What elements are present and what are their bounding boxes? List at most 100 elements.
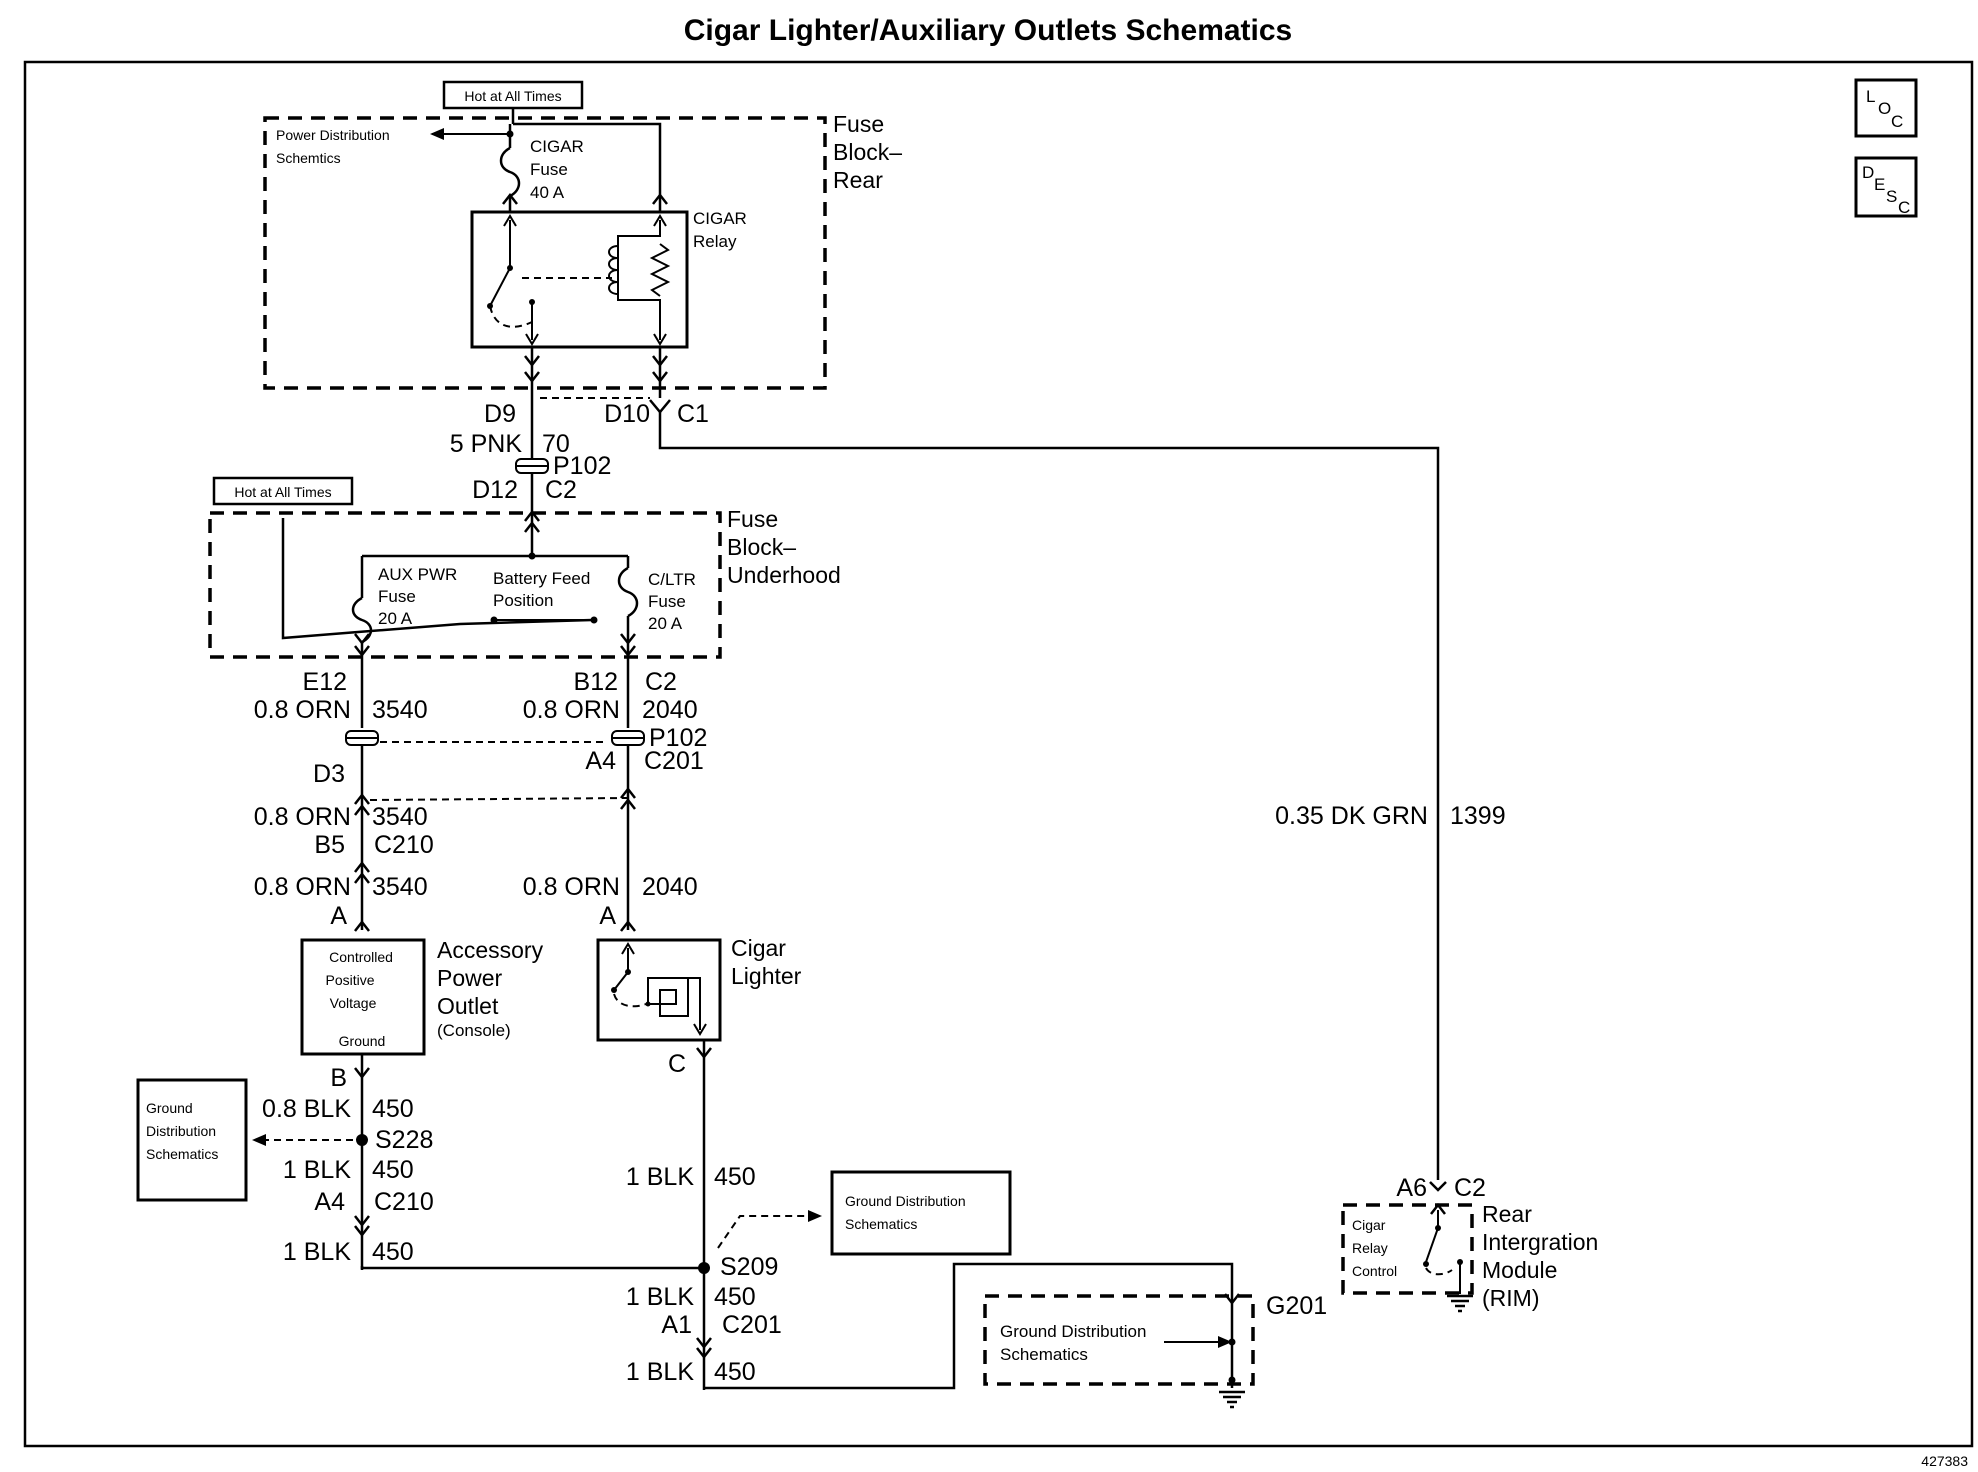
p102-right-connector: [611, 730, 645, 746]
svg-text:C: C: [1898, 198, 1910, 217]
pin-d10: D10: [604, 400, 650, 428]
cigar-lighter-label: Cigar Lighter: [731, 935, 802, 989]
diagram-frame: [23, 60, 1974, 1448]
ground-left-wire1-gauge: 0.8 BLK: [262, 1095, 351, 1123]
cltr-fuse-label: C/LTR Fuse 20 A: [648, 570, 701, 633]
ground-left-wire2-gauge: 1 BLK: [283, 1156, 351, 1184]
ground-center-wire1-gauge: 1 BLK: [626, 1163, 694, 1191]
figure-number: 427383: [1921, 1453, 1968, 1469]
rim-label: Rear Intergration Module (RIM): [1482, 1201, 1605, 1311]
ground-center-box-label: Ground Distribution Schematics: [845, 1193, 970, 1232]
right-wire1-circuit: 2040: [642, 696, 698, 724]
ground-left-pin-b: B: [330, 1064, 347, 1092]
svg-text:L: L: [1866, 87, 1875, 106]
ground-left-wire1-circuit: 450: [372, 1095, 414, 1123]
svg-text:D: D: [1862, 163, 1874, 182]
ground-center-pin-c: C: [668, 1050, 686, 1078]
fuse-block-underhood-label: Fuse Block– Underhood: [727, 506, 841, 588]
accessory-outlet-sub: (Console): [437, 1021, 511, 1040]
relay-resistor-symbol: [649, 243, 671, 297]
ground-center-box: [830, 1170, 1012, 1256]
ground-center-wire2-circuit: 450: [714, 1283, 756, 1311]
fuse-block-rear-label: Fuse Block– Rear: [833, 111, 908, 193]
svg-text:S: S: [1886, 187, 1897, 206]
p102-left-connector: [345, 730, 379, 746]
arrow-right-icon: [252, 1134, 266, 1146]
g201-box-label: Ground Distribution Schematics: [1000, 1322, 1151, 1364]
pin-d12: D12: [472, 476, 518, 504]
ground-left-wire3-gauge: 1 BLK: [283, 1238, 351, 1266]
ground-center-wire1-circuit: 450: [714, 1163, 756, 1191]
right-pin-a: A: [599, 902, 616, 930]
relay-coil-symbol: [608, 245, 619, 295]
accessory-outlet-inner: Controlled Positive Voltage: [326, 949, 397, 1011]
svg-text:C: C: [1891, 112, 1903, 131]
hot-at-all-times-rear: Hot at All Times: [464, 88, 561, 104]
hot-at-all-times-underhood: Hot at All Times: [234, 484, 331, 500]
p102-upper-connector: [515, 458, 549, 474]
rim-wire-circuit: 1399: [1450, 802, 1506, 830]
accessory-outlet-ground: Ground: [339, 1033, 386, 1049]
p102-right-label: P102: [649, 724, 707, 752]
cigar-lighter-box: [596, 938, 722, 1042]
right-wire2-circuit: 2040: [642, 873, 698, 901]
aux-pwr-fuse-label: AUX PWR Fuse 20 A: [378, 565, 462, 628]
connector-c2-upper: C2: [545, 476, 577, 504]
left-wire2-gauge: 0.8 ORN: [254, 803, 351, 831]
left-pin-a: A: [330, 902, 347, 930]
cigar-fuse-label: CIGAR Fuse 40 A: [530, 137, 589, 202]
accessory-outlet-label: Accessory Power Outlet: [437, 937, 549, 1019]
rim-relay-switch: [1425, 1210, 1439, 1263]
pin-b5: B5: [314, 831, 345, 859]
pin-d9: D9: [484, 400, 516, 428]
cigar-relay-label: CIGAR Relay: [693, 209, 752, 251]
rim-pin-a6: A6: [1396, 1174, 1427, 1202]
ground-center-wire3-circuit: 450: [714, 1358, 756, 1386]
wire-pnk-gauge: 5 PNK: [450, 430, 523, 458]
rim-control-label: Cigar Relay Control: [1352, 1217, 1397, 1279]
connector-c201-upper: C201: [644, 747, 704, 775]
ground-left-a4: A4: [314, 1188, 345, 1216]
ground-center-wire2-gauge: 1 BLK: [626, 1283, 694, 1311]
ground-center-a1: A1: [661, 1311, 692, 1339]
cigar-fuse-symbol: [499, 146, 521, 198]
arrow-right-icon: [808, 1210, 822, 1222]
cigar-relay-contact: [489, 220, 511, 307]
rim-wire-gauge: 0.35 DK GRN: [1275, 802, 1428, 830]
fuse-block-rear-outline: [263, 116, 827, 390]
g201-outline: [983, 1294, 1255, 1386]
g201-ground-icon: [1217, 1390, 1247, 1409]
page-title: Cigar Lighter/Auxiliary Outlets Schemati…: [684, 14, 1293, 47]
pin-e12: E12: [303, 668, 347, 696]
left-wire3-gauge: 0.8 ORN: [254, 873, 351, 901]
pin-d3: D3: [313, 760, 345, 788]
connector-c1: C1: [677, 400, 709, 428]
arrow-right-icon: [1218, 1336, 1232, 1348]
splice-s228-label: S228: [375, 1126, 433, 1154]
arrow-left-icon: [430, 128, 444, 140]
splice-s228: [356, 1134, 368, 1146]
ground-left-box-label: Ground Distribution Schematics: [146, 1100, 220, 1162]
splice-s209: [698, 1262, 710, 1274]
fuse-block-underhood-outline: [208, 511, 722, 659]
cigar-lighter-switch: [613, 948, 629, 991]
svg-text:E: E: [1874, 175, 1885, 194]
wire-pnk-circuit: 70: [542, 430, 570, 458]
ground-left-c210: C210: [374, 1188, 434, 1216]
ground-left-wire2-circuit: 450: [372, 1156, 414, 1184]
loc-icon[interactable]: LOC: [1854, 78, 1918, 138]
cigar-lighter-element: [647, 977, 689, 1017]
left-wire1-gauge: 0.8 ORN: [254, 696, 351, 724]
right-wire2-gauge: 0.8 ORN: [523, 873, 620, 901]
connector-c210-upper: C210: [374, 831, 434, 859]
connector-c2-underhood: C2: [645, 668, 677, 696]
left-wire3-circuit: 3540: [372, 873, 428, 901]
pin-a4-right: A4: [585, 747, 616, 775]
splice-s209-label: S209: [720, 1253, 778, 1281]
g201-label: G201: [1266, 1292, 1327, 1320]
battery-feed-label: Battery Feed Position: [493, 569, 595, 610]
ground-left-box: [136, 1078, 248, 1202]
ground-left-wire3-circuit: 450: [372, 1238, 414, 1266]
rim-connector-c2: C2: [1454, 1174, 1486, 1202]
